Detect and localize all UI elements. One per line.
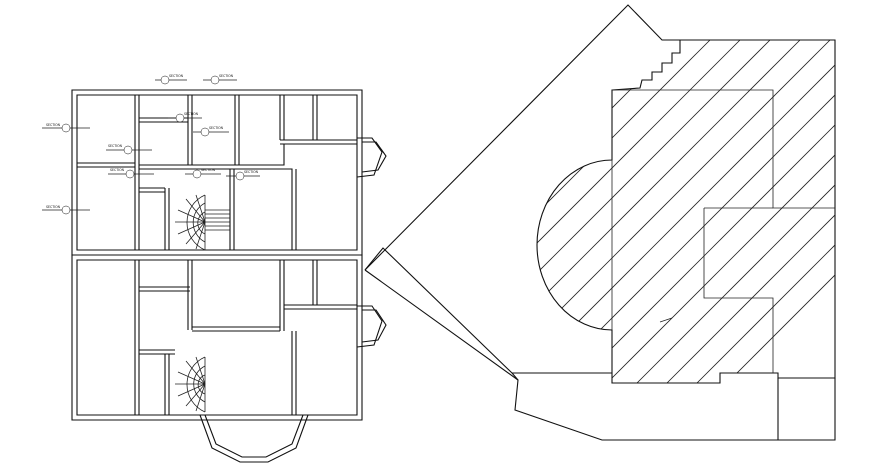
svg-text:SECTION: SECTION [108, 144, 123, 148]
hatch-line [100, 30, 480, 410]
svg-text:SECTION: SECTION [110, 168, 125, 172]
hatch-line [549, 40, 835, 383]
hatch-line [537, 40, 811, 383]
spiral-stair-upper [175, 194, 230, 251]
hatch-line [537, 40, 751, 383]
site-plan [70, 4, 836, 441]
section-tag: SECTION [155, 74, 187, 85]
hatch-line [70, 30, 450, 410]
section-tag: SECTION [42, 205, 90, 215]
spiral-stair-lower [175, 356, 206, 413]
hatch-line [537, 40, 601, 383]
hatch-line [639, 40, 835, 383]
hatch-line [537, 40, 631, 383]
hatch-line [579, 40, 835, 383]
section-tags: SECTION SECTION SECTION SECTION SECTION … [42, 74, 260, 215]
section-tag: SECTION [106, 144, 152, 155]
svg-text:SECTION: SECTION [201, 168, 216, 172]
section-tag: SECTION [42, 123, 90, 133]
building-footprint-hatch [70, 30, 835, 410]
section-tag: SECTION [226, 170, 260, 181]
svg-text:SECTION: SECTION [46, 123, 61, 127]
section-tag: SECTION [203, 74, 237, 85]
hatch-line [537, 40, 691, 383]
section-tag: SECTION [108, 168, 154, 179]
svg-text:SECTION: SECTION [46, 205, 61, 209]
section-tag: SECTION [193, 126, 229, 137]
hatch-line [669, 40, 835, 383]
section-tag: SECTION [185, 168, 221, 179]
svg-text:SECTION: SECTION [169, 74, 184, 78]
hatch-line [537, 40, 661, 383]
floor-plan-upper [71, 89, 387, 256]
svg-text:SECTION: SECTION [219, 74, 234, 78]
hatch-line [537, 40, 835, 383]
svg-text:SECTION: SECTION [244, 170, 259, 174]
hatch-line [537, 40, 835, 383]
floor-plan-lower [71, 254, 387, 463]
hatch-line [699, 40, 835, 383]
hatch-line [537, 40, 781, 383]
svg-text:SECTION: SECTION [209, 126, 224, 130]
hatch-line [537, 40, 721, 383]
hatch-line [537, 40, 571, 383]
hatch-line [537, 40, 541, 383]
section-tag: SECTION [168, 112, 202, 123]
hatch-line [609, 40, 835, 383]
svg-text:SECTION: SECTION [184, 112, 199, 116]
